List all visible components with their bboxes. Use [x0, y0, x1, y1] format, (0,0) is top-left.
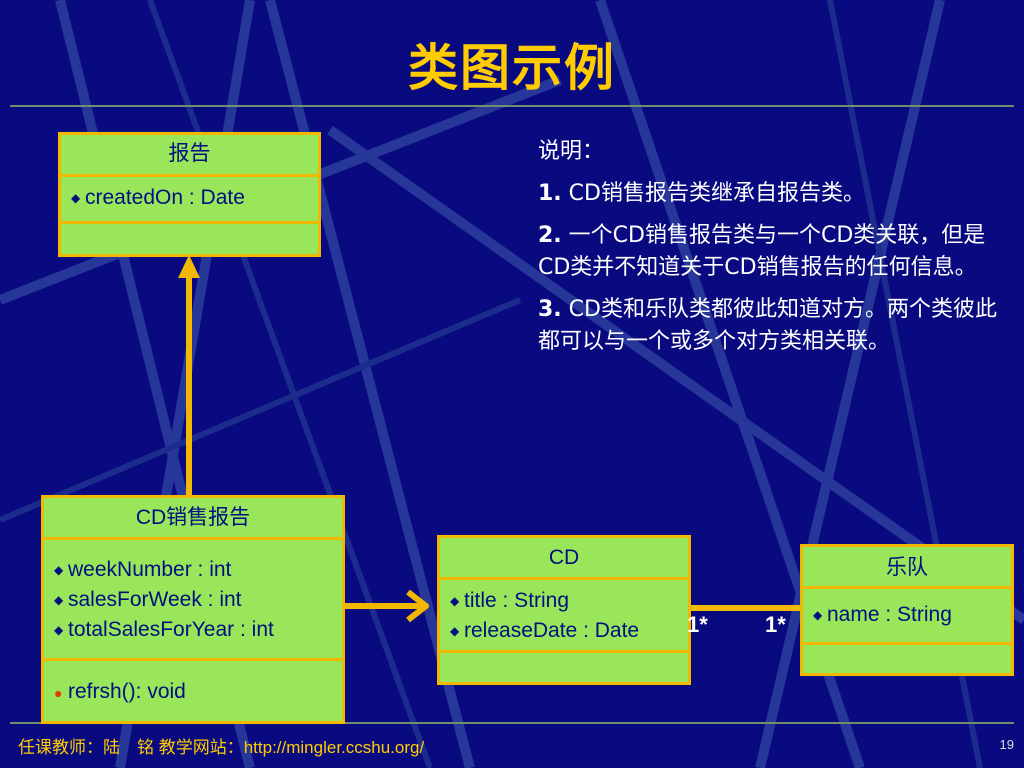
public-attribute-icon: ◆ — [54, 593, 64, 607]
association-arrowhead — [406, 589, 429, 623]
public-attribute-icon: ◆ — [54, 623, 64, 637]
attribute-item: ◆name : String — [803, 600, 1011, 630]
class-cd-sales-report-operations: ●refrsh(): void — [44, 661, 342, 721]
page-number: 19 — [999, 737, 1014, 752]
note-item-2: 2. 一个CD销售报告类与一个CD类关联，但是CD类并不知道关于CD销售报告的任… — [538, 223, 986, 280]
class-cd-name: CD — [440, 538, 688, 580]
note-item-3: 3. CD类和乐队类都彼此知道对方。两个类彼此都可以与一个或多个对方类相关联。 — [538, 297, 997, 354]
top-divider — [10, 105, 1014, 107]
operation-item: ●refrsh(): void — [44, 677, 342, 708]
attribute-item: ◆releaseDate : Date — [440, 616, 688, 646]
class-band-attributes: ◆name : String — [803, 589, 1011, 645]
attribute-item: ◆weekNumber : int — [44, 555, 342, 585]
class-cd-attributes: ◆title : String ◆releaseDate : Date — [440, 580, 688, 653]
notes-panel: 说明： 1. CD销售报告类继承自报告类。 2. 一个CD销售报告类与一个CD类… — [538, 136, 998, 368]
public-operation-icon: ● — [54, 685, 63, 701]
slide-title: 类图示例 — [408, 39, 616, 97]
class-cd-sales-report-name: CD销售报告 — [44, 498, 342, 540]
attribute-item: ◆createdOn : Date — [61, 183, 318, 213]
footer-text: 任课教师：陆 铭 教学网站：http://mingler.ccshu.org/ — [18, 738, 425, 757]
attribute-item: ◆title : String — [440, 586, 688, 616]
class-band-operations — [803, 645, 1011, 673]
class-report: 报告 ◆createdOn : Date — [58, 132, 321, 257]
class-cd-sales-report-attributes: ◆weekNumber : int ◆salesForWeek : int ◆t… — [44, 540, 342, 661]
class-cd-sales-report: CD销售报告 ◆weekNumber : int ◆salesForWeek :… — [41, 495, 345, 724]
class-cd-operations — [440, 653, 688, 682]
public-attribute-icon: ◆ — [813, 608, 823, 622]
multiplicity-band-end: 1* — [765, 612, 786, 637]
class-cd: CD ◆title : String ◆releaseDate : Date — [437, 535, 691, 685]
bottom-divider — [10, 722, 1014, 724]
notes-heading: 说明： — [538, 139, 605, 164]
public-attribute-icon: ◆ — [450, 594, 460, 608]
note-item-1: 1. CD销售报告类继承自报告类。 — [538, 181, 865, 206]
class-report-operations — [61, 224, 318, 254]
class-report-name: 报告 — [61, 135, 318, 177]
class-band: 乐队 ◆name : String — [800, 544, 1014, 676]
attribute-item: ◆totalSalesForYear : int — [44, 615, 342, 645]
attribute-item: ◆salesForWeek : int — [44, 585, 342, 615]
inheritance-arrowhead — [178, 255, 200, 278]
class-band-name: 乐队 — [803, 547, 1011, 589]
class-report-attributes: ◆createdOn : Date — [61, 177, 318, 224]
multiplicity-cd-end: 1* — [687, 612, 708, 637]
public-attribute-icon: ◆ — [450, 624, 460, 638]
public-attribute-icon: ◆ — [71, 191, 81, 205]
public-attribute-icon: ◆ — [54, 563, 64, 577]
